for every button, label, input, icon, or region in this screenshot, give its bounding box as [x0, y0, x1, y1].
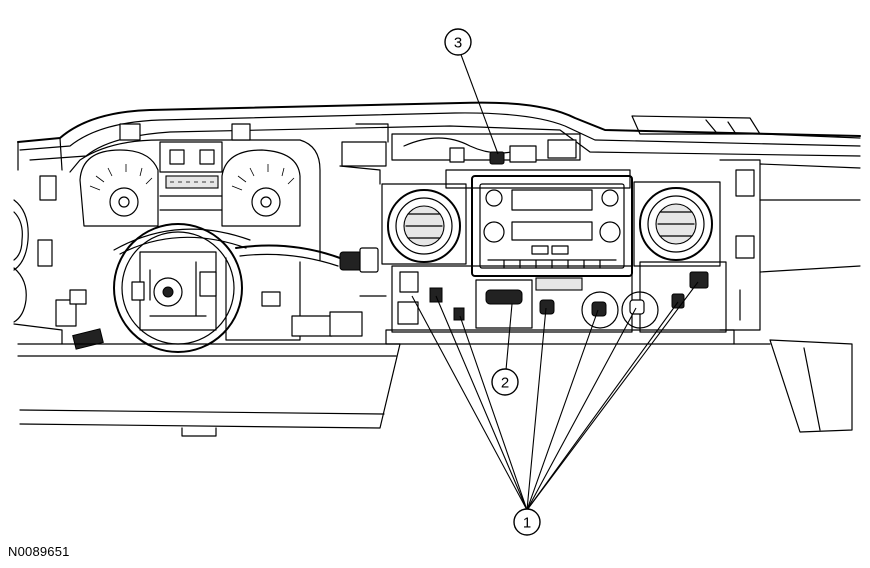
callout-1-label: 1 [523, 515, 531, 532]
connector-c [429, 287, 443, 303]
left-lower-dash [13, 199, 401, 437]
leader-line-2 [505, 303, 513, 371]
steering-column [113, 223, 379, 353]
center-left-vent [381, 183, 467, 265]
connector-group [397, 271, 709, 325]
callout-1: 1 [513, 508, 541, 536]
lower-center-panel [359, 261, 735, 345]
leader-lines-1 [411, 281, 699, 511]
center-right-vent [633, 181, 721, 267]
right-dash [719, 159, 861, 433]
connector-h [671, 293, 685, 309]
connector-i [689, 271, 709, 289]
callout-3-label: 3 [454, 35, 462, 52]
callout-2: 2 [491, 368, 519, 396]
connector-d [453, 307, 465, 321]
callout-2-label: 2 [501, 375, 509, 392]
radio-head-unit [445, 169, 633, 277]
connector-g [629, 299, 645, 315]
upper-center-bracket [339, 123, 581, 185]
callout-3: 3 [444, 28, 472, 56]
instrument-cluster [37, 123, 321, 267]
connector-f [591, 301, 607, 317]
connector-b [397, 301, 419, 325]
connector-a [399, 271, 419, 293]
leader-line-3 [459, 51, 499, 155]
figure-code: N0089651 [8, 544, 70, 559]
connector-e [539, 299, 555, 315]
